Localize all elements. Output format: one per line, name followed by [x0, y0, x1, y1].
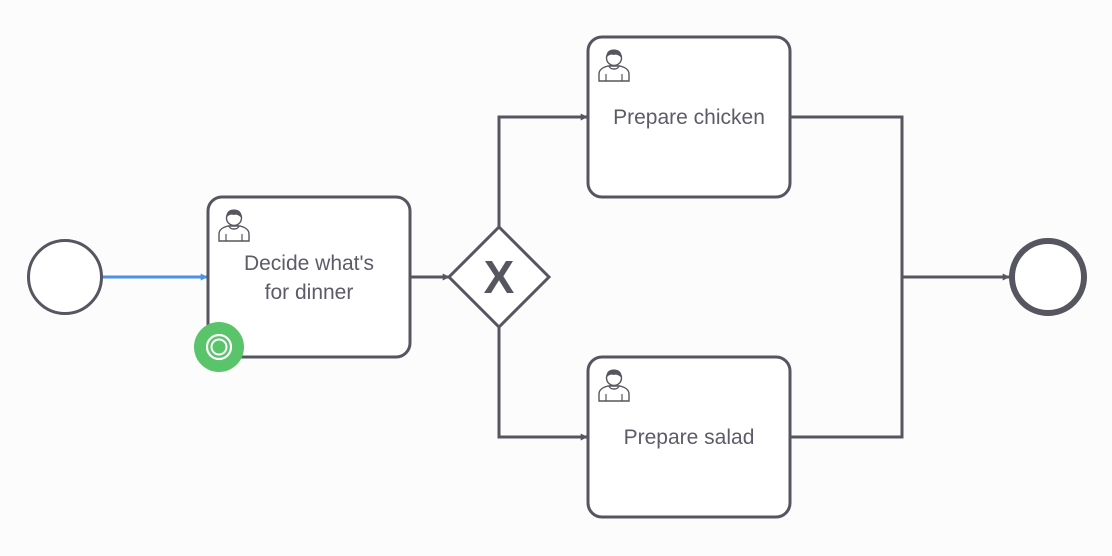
task-prepare-salad[interactable]: Prepare salad	[586, 355, 792, 519]
sequence-flows	[102, 113, 1010, 441]
task-decide-dinner[interactable]: Decide what's for dinner	[206, 195, 412, 359]
flow-salad-to-end[interactable]	[790, 277, 904, 439]
task-decide-label-line-2: for dinner	[265, 281, 354, 304]
task-decide-box[interactable]	[206, 195, 412, 359]
start-event[interactable]	[27, 239, 103, 315]
flow-gateway-to-salad[interactable]	[497, 327, 588, 441]
task-salad-box[interactable]	[586, 355, 792, 519]
task-chicken-box[interactable]	[586, 35, 792, 199]
task-chicken-label: Prepare chicken	[613, 106, 765, 129]
gateway-x-icon: X	[484, 251, 515, 303]
task-prepare-chicken[interactable]: Prepare chicken	[586, 35, 792, 199]
flow-gateway-to-chicken[interactable]	[497, 113, 588, 227]
token-marker-icon[interactable]	[194, 322, 244, 372]
exclusive-gateway[interactable]: X	[446, 224, 552, 330]
task-salad-label: Prepare salad	[624, 426, 755, 449]
flow-chicken-to-end[interactable]	[790, 115, 1010, 281]
task-decide-label-line-1: Decide what's	[244, 252, 374, 275]
end-event[interactable]	[1009, 238, 1087, 316]
